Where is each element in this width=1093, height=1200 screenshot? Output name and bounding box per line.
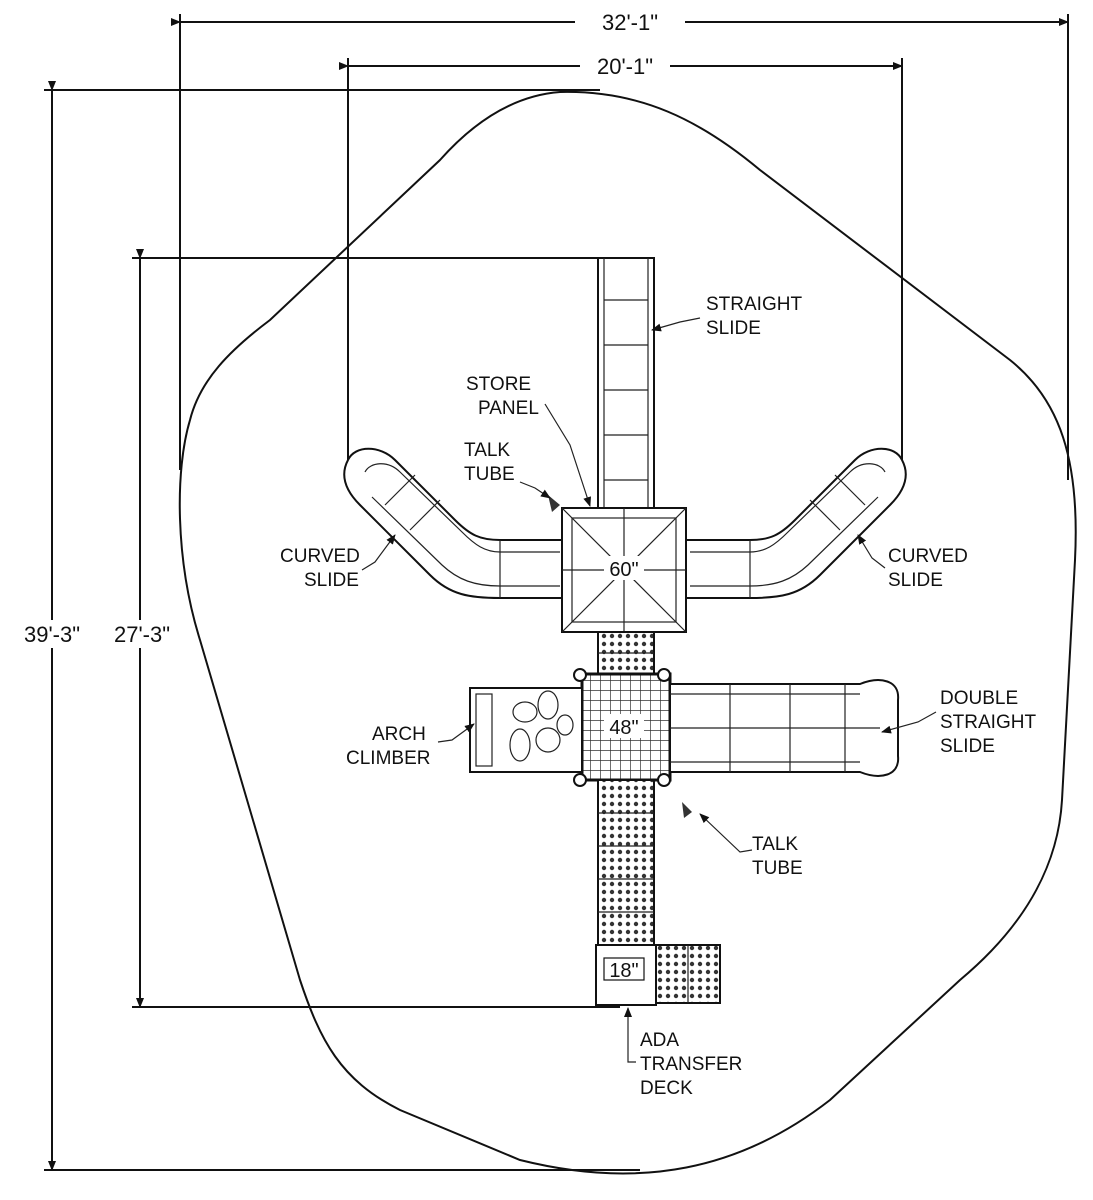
store-panel-line1: STORE [466,374,531,395]
mid-deck-48: 48" [573,668,672,787]
talk-tube-upper-shape [548,495,560,512]
dimension-annotations: 32'-1" 20'-1" 39'-3" 27'-3" [10,8,1069,1171]
talk-tube-lower-line2: TUBE [752,858,803,879]
callout-store-panel: STORE PANEL [466,374,591,507]
steps-upper [597,631,655,675]
arch-climber-line1: ARCH [372,724,426,745]
curved-slide-left [343,447,566,599]
curved-slide-right-line2: SLIDE [888,570,943,591]
callout-ada-transfer-deck: ADA TRANSFER DECK [624,1007,742,1099]
steps-lower [597,779,655,946]
ada-line1: ADA [640,1030,679,1051]
curved-slide-right [684,447,907,599]
talk-tube-upper-line2: TUBE [464,464,515,485]
talk-tube-upper-line1: TALK [464,440,510,461]
main-deck-size: 60" [609,559,638,581]
straight-slide [597,257,655,509]
main-deck-60: 60" [561,507,687,633]
overall-width-label: 32'-1" [602,10,658,35]
callout-talk-tube-upper: TALK TUBE [464,440,551,499]
double-straight-slide [669,679,900,777]
arch-climber-line2: CLIMBER [346,748,430,769]
talk-tube-lower-line1: TALK [752,834,798,855]
callout-arch-climber: ARCH CLIMBER [346,723,475,769]
inner-width-label: 20'-1" [597,54,653,79]
arch-climber [469,687,583,773]
callout-double-straight-slide: DOUBLE STRAIGHT SLIDE [881,688,1036,757]
ada-transfer-deck: 18" [595,944,721,1006]
double-slide-line2: STRAIGHT [940,712,1036,733]
double-slide-line3: SLIDE [940,736,995,757]
callout-curved-slide-left: CURVED SLIDE [280,534,396,591]
callout-curved-slide-right: CURVED SLIDE [857,534,968,591]
talk-tube-lower-shape [682,802,692,818]
double-slide-line1: DOUBLE [940,688,1018,709]
ada-line2: TRANSFER [640,1054,742,1075]
overall-depth-label: 39'-3" [24,622,80,647]
use-zone-boundary [178,90,1077,1175]
curved-slide-right-line1: CURVED [888,546,968,567]
callout-talk-tube-lower: TALK TUBE [699,813,803,879]
curved-slide-left-line1: CURVED [280,546,360,567]
straight-slide-line2: SLIDE [706,318,761,339]
callout-straight-slide: STRAIGHT SLIDE [651,294,802,339]
curved-slide-left-line2: SLIDE [304,570,359,591]
straight-slide-line1: STRAIGHT [706,294,802,315]
ada-line3: DECK [640,1078,693,1099]
store-panel-line2: PANEL [478,398,539,419]
inner-depth-label: 27'-3" [114,622,170,647]
mid-deck-size: 48" [609,717,638,739]
transfer-deck-size: 18" [609,960,638,982]
